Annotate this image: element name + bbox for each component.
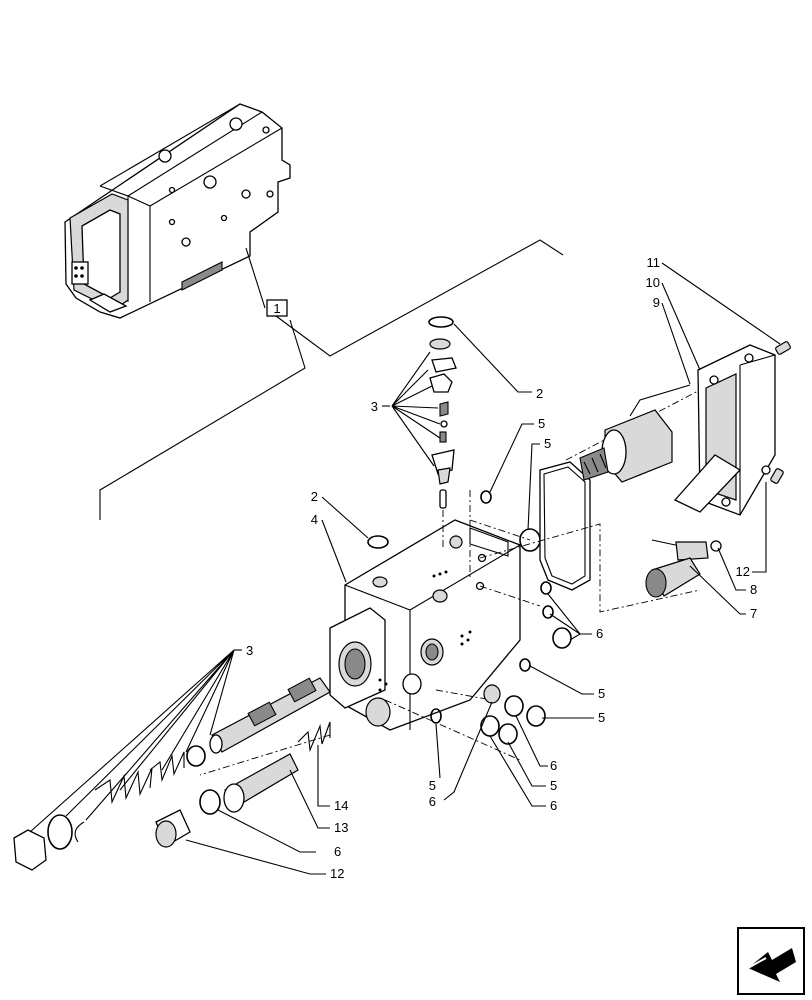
leader-1-bracket [275,239,564,357]
callout-6-top: 5 [544,436,551,451]
spool-assembly [209,677,331,754]
callout-15: 14 [334,798,348,813]
o-ring-5-right [519,658,531,672]
callout-6-lower-b: 6 [550,798,557,813]
callout-5-mid: 5 [598,686,605,701]
callout-6-right: 6 [596,626,603,641]
spring-small [149,751,185,783]
valve-section-body [329,519,521,731]
fitting-7 [483,684,501,704]
callout-11: 10 [646,275,660,290]
o-ring-2-left [367,535,389,549]
cover-gasket [539,461,591,591]
callout-4: 4 [311,512,318,527]
check-valve-14 [223,753,299,813]
solenoid-actuator [579,384,691,483]
callout-13: 12 [330,866,344,881]
callout-6-bottom: 6 [334,844,341,859]
callout-3-lower: 3 [246,643,253,658]
leader-1-bracket-left [99,319,306,520]
callout-5-top: 5 [538,416,545,431]
callout-8: 7 [750,606,757,621]
overview-port-holes [74,117,274,278]
o-ring-5-top [480,490,492,504]
o-ring-5-bottom [430,708,442,724]
o-ring-6-lower-b [498,723,518,745]
callout-5-lower: 5 [550,778,557,793]
o-ring-spool [186,745,206,767]
callout-3-top: 3 [371,399,378,414]
leader-1-overview [245,247,266,309]
hex-cap [13,829,47,871]
screw-12-top [775,341,791,355]
callout-9: 8 [750,582,757,597]
callout-2-top: 2 [536,386,543,401]
cartridge-stack-top [428,316,457,509]
callout-2-left: 2 [311,489,318,504]
connector-9 [651,539,722,561]
o-ring-6-lower [199,789,221,815]
screw-12-bottom [770,468,784,484]
leader-lines [29,262,781,875]
valve-assembly-overview [64,103,291,319]
callout-12-bottom: 12 [736,564,750,579]
o-ring-5-lower-a [504,695,524,717]
callout-box-1 [266,299,288,317]
o-ring-small-1 [540,581,552,595]
pressure-valve-8 [645,557,701,598]
callout-7: 6 [429,794,436,809]
end-cover-plate [673,344,776,516]
o-ring-end [47,814,73,850]
callout-5-right: 5 [598,710,605,725]
spring-large [94,767,153,805]
snap-ring [74,821,85,843]
o-ring-6-right [552,627,572,649]
spring-15 [297,721,331,753]
callout-1: 1 [273,301,280,316]
callout-14: 13 [334,820,348,835]
o-ring-5-lower-b [526,705,546,727]
callout-10: 9 [653,295,660,310]
o-ring-small-2 [542,605,554,619]
callout-6-lower-a: 6 [550,758,557,773]
o-ring-6-lower-a [480,715,500,737]
next-page-arrow-icon[interactable] [737,927,805,995]
callout-12-top: 11 [647,255,661,270]
callout-5-bottom: 5 [429,778,436,793]
